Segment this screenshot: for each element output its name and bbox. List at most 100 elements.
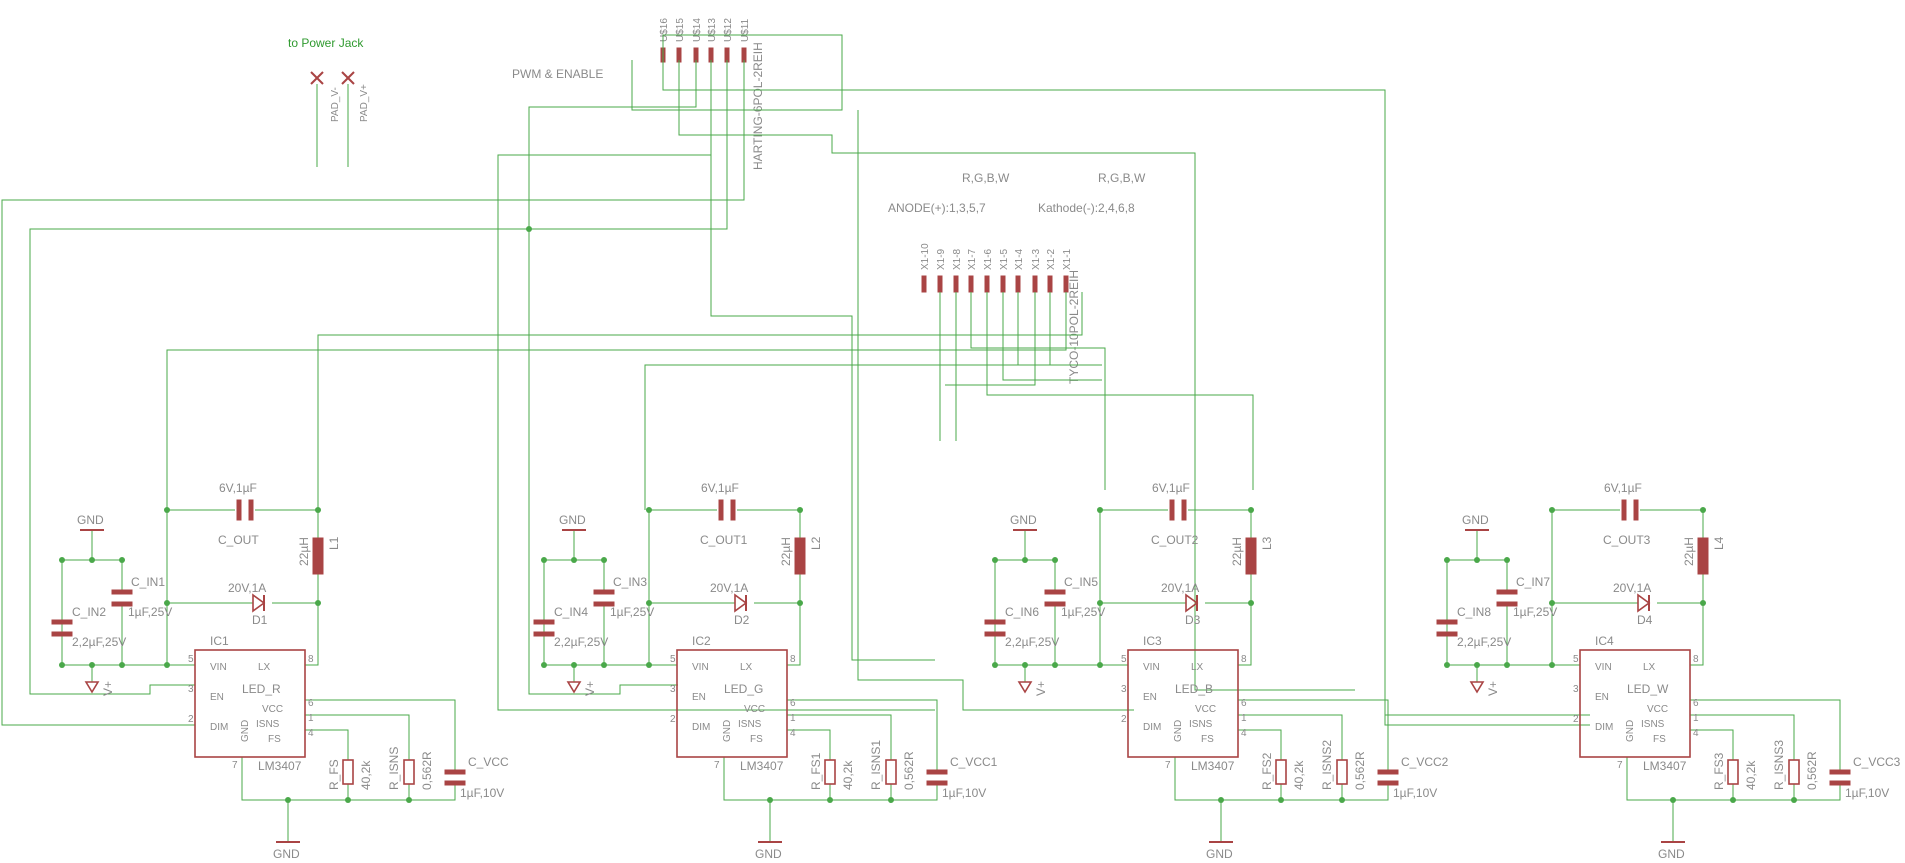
vcc-capacitor-name: C_VCC3: [1853, 755, 1901, 769]
input-capacitor-b-name: C_IN6: [1005, 605, 1039, 619]
fs-resistor-name: R_FS2: [1260, 752, 1274, 790]
ic-pin-num: 8: [790, 654, 796, 665]
ic-type: LM3407: [1191, 759, 1235, 773]
tyco-pin[interactable]: X1-10: [920, 243, 931, 293]
tyco-pin-label: X1-9: [936, 248, 947, 270]
ic-pin-vin: VIN: [210, 662, 227, 673]
harting-pin[interactable]: U$13: [707, 18, 718, 63]
ic-type: LM3407: [258, 759, 302, 773]
pad-v-minus[interactable]: PAD_V-: [310, 71, 341, 167]
gnd-symbol: GND: [559, 513, 586, 531]
ic-pin-fs: FS: [1201, 734, 1214, 745]
input-capacitor-a-value: 1µF,25V: [1061, 605, 1105, 619]
diode-name: D4: [1637, 613, 1653, 627]
vcc-capacitor-name: C_VCC1: [950, 755, 998, 769]
harting-6pol-connector[interactable]: U$16 U$15 U$14 U$13 U$12 U$11: [659, 18, 751, 63]
isns-resistor-name: R_ISNS2: [1320, 740, 1334, 790]
harting-pin[interactable]: U$16: [659, 18, 670, 63]
ic-pin-num: 7: [232, 760, 238, 771]
vplus-symbol: V+: [84, 681, 115, 696]
input-capacitor-a-name: C_IN7: [1516, 575, 1550, 589]
isns-resistor-value: 0,562R: [1805, 751, 1819, 790]
pad-v-plus[interactable]: PAD_V+: [341, 71, 370, 167]
harting-pin[interactable]: U$14: [692, 18, 703, 63]
harting-pin[interactable]: U$11: [740, 18, 751, 63]
input-capacitor-b-value: 2,2µF,25V: [72, 635, 126, 649]
fs-resistor-value: 40,2k: [359, 760, 373, 790]
output-capacitor-value: 6V,1µF: [219, 481, 257, 495]
ic-pin-isns: ISNS: [1189, 719, 1213, 730]
inductor-name: L4: [1712, 536, 1726, 550]
fs-resistor-value: 40,2k: [1744, 760, 1758, 790]
ic-pin-num: 6: [790, 698, 796, 709]
harting-pin[interactable]: U$12: [723, 18, 734, 63]
ic-pin-num: 2: [1573, 714, 1579, 725]
inductor-value: 22µH: [1230, 537, 1244, 566]
harting-pin[interactable]: U$15: [675, 18, 686, 63]
ic-pin-fs: FS: [750, 734, 763, 745]
ic-pin-num: 8: [308, 654, 314, 665]
tyco-pin[interactable]: X1-8: [952, 248, 963, 293]
led-driver-ic[interactable]: IC3VINENDIMLXLED_BVCCISNSFSGNDLM34075327…: [1121, 634, 1247, 773]
tyco-pin-label: X1-6: [983, 248, 994, 270]
ic-pin-vcc: VCC: [1195, 704, 1216, 715]
tyco-pin[interactable]: X1-7: [967, 248, 978, 293]
tyco-pin[interactable]: X1-2: [1046, 248, 1057, 293]
ic-pin-fs: FS: [268, 734, 281, 745]
tyco-pin[interactable]: X1-6: [983, 248, 994, 293]
gnd-symbol: GND: [755, 841, 782, 861]
vcc-capacitor-value: 1µF,10V: [460, 786, 504, 800]
gnd-symbol: GND: [1462, 513, 1489, 531]
ic-pin-vcc: VCC: [744, 704, 765, 715]
ic-led-label: LED_R: [242, 682, 281, 696]
tyco-pin[interactable]: X1-3: [1031, 248, 1042, 293]
ic-pin-fs: FS: [1653, 734, 1666, 745]
tyco-pin[interactable]: X1-5: [999, 248, 1010, 293]
tyco-pin[interactable]: X1-9: [936, 248, 947, 293]
led-driver-ic[interactable]: IC4VINENDIMLXLED_WVCCISNSFSGNDLM34075327…: [1573, 634, 1699, 773]
ic-pin-gnd: GND: [1625, 720, 1636, 742]
gnd-label: GND: [559, 513, 586, 527]
tyco-pin[interactable]: X1-4: [1014, 248, 1025, 293]
ic-pin-num: 5: [1573, 654, 1579, 665]
led-driver-ic[interactable]: IC1VINENDIMLXLED_RVCCISNSFSGNDLM34075327…: [188, 634, 314, 773]
ic-pin-isns: ISNS: [738, 719, 762, 730]
led-driver-ic[interactable]: IC2VINENDIMLXLED_GVCCISNSFSGNDLM34075327…: [670, 634, 796, 773]
harting-pin-label: U$16: [659, 18, 670, 42]
